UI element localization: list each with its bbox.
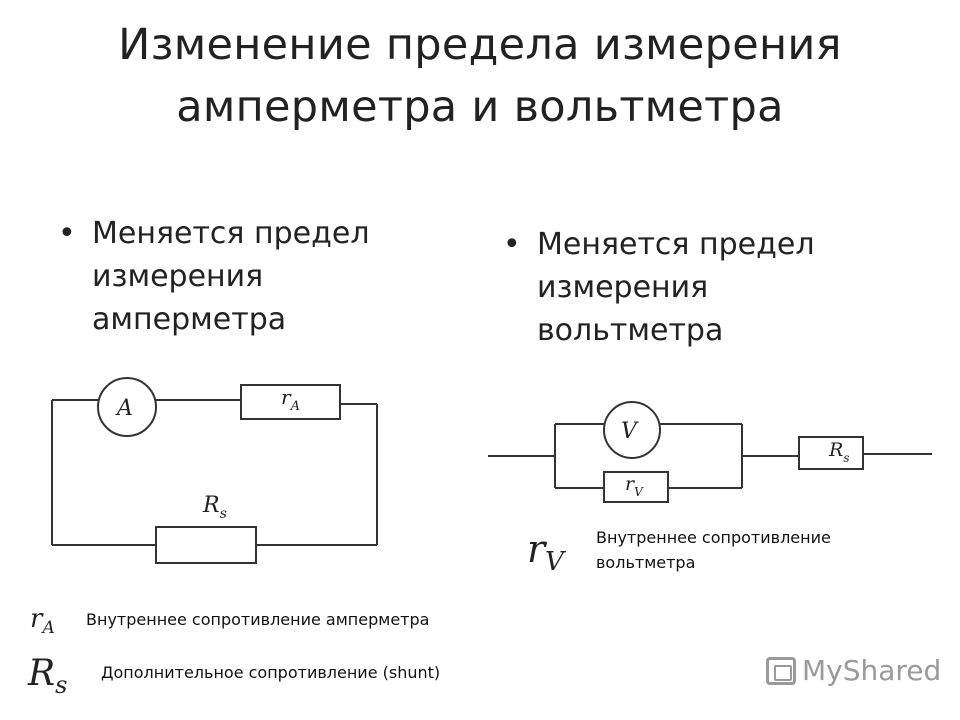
- legend-rv-text: Внутреннее сопротивление вольтметра: [596, 528, 831, 572]
- bullet-voltmeter-text: Меняется предел измерения вольтметра: [537, 227, 815, 348]
- watermark-logo: MyShared: [766, 654, 941, 687]
- ammeter-label: A: [115, 396, 133, 421]
- ammeter-symbol: [97, 377, 157, 437]
- legend-rs-symbol: Rs: [27, 653, 67, 699]
- rv-label: rV: [625, 473, 644, 499]
- bullet-ammeter-text: Меняется предел измерения амперметра: [92, 216, 370, 337]
- watermark-text: MyShared: [802, 654, 942, 687]
- myshared-logo-icon: [766, 656, 796, 685]
- rs-label-voltmeter: Rs: [828, 439, 849, 465]
- voltmeter-label: V: [621, 419, 639, 444]
- bullet-ammeter: • Меняется предел измерения амперметра: [58, 212, 432, 341]
- legend-rs-text: Дополнительное сопротивление (shunt): [101, 663, 441, 682]
- ammeter-internal-resistor: [240, 384, 341, 420]
- voltmeter-circuit: [488, 401, 932, 503]
- bullet-dot-icon: •: [503, 227, 521, 262]
- legend-rv-symbol: rV: [527, 527, 566, 577]
- bullet-voltmeter: • Меняется предел измерения вольтметра: [503, 223, 877, 352]
- bullet-dot-icon: •: [58, 216, 76, 251]
- rs-label-ammeter: Rs: [202, 493, 227, 522]
- slide-title: Изменение предела измерения амперметра и…: [118, 20, 842, 132]
- legend-ra-symbol: rA: [30, 604, 55, 638]
- ammeter-circuit: [51, 377, 378, 564]
- voltmeter-symbol: [603, 401, 661, 459]
- voltmeter-internal-resistor: [603, 471, 669, 503]
- series-resistor: [798, 436, 864, 470]
- ra-label: rA: [281, 385, 300, 414]
- legend-ra-text: Внутреннее сопротивление амперметра: [86, 610, 430, 629]
- shunt-resistor: [155, 526, 257, 564]
